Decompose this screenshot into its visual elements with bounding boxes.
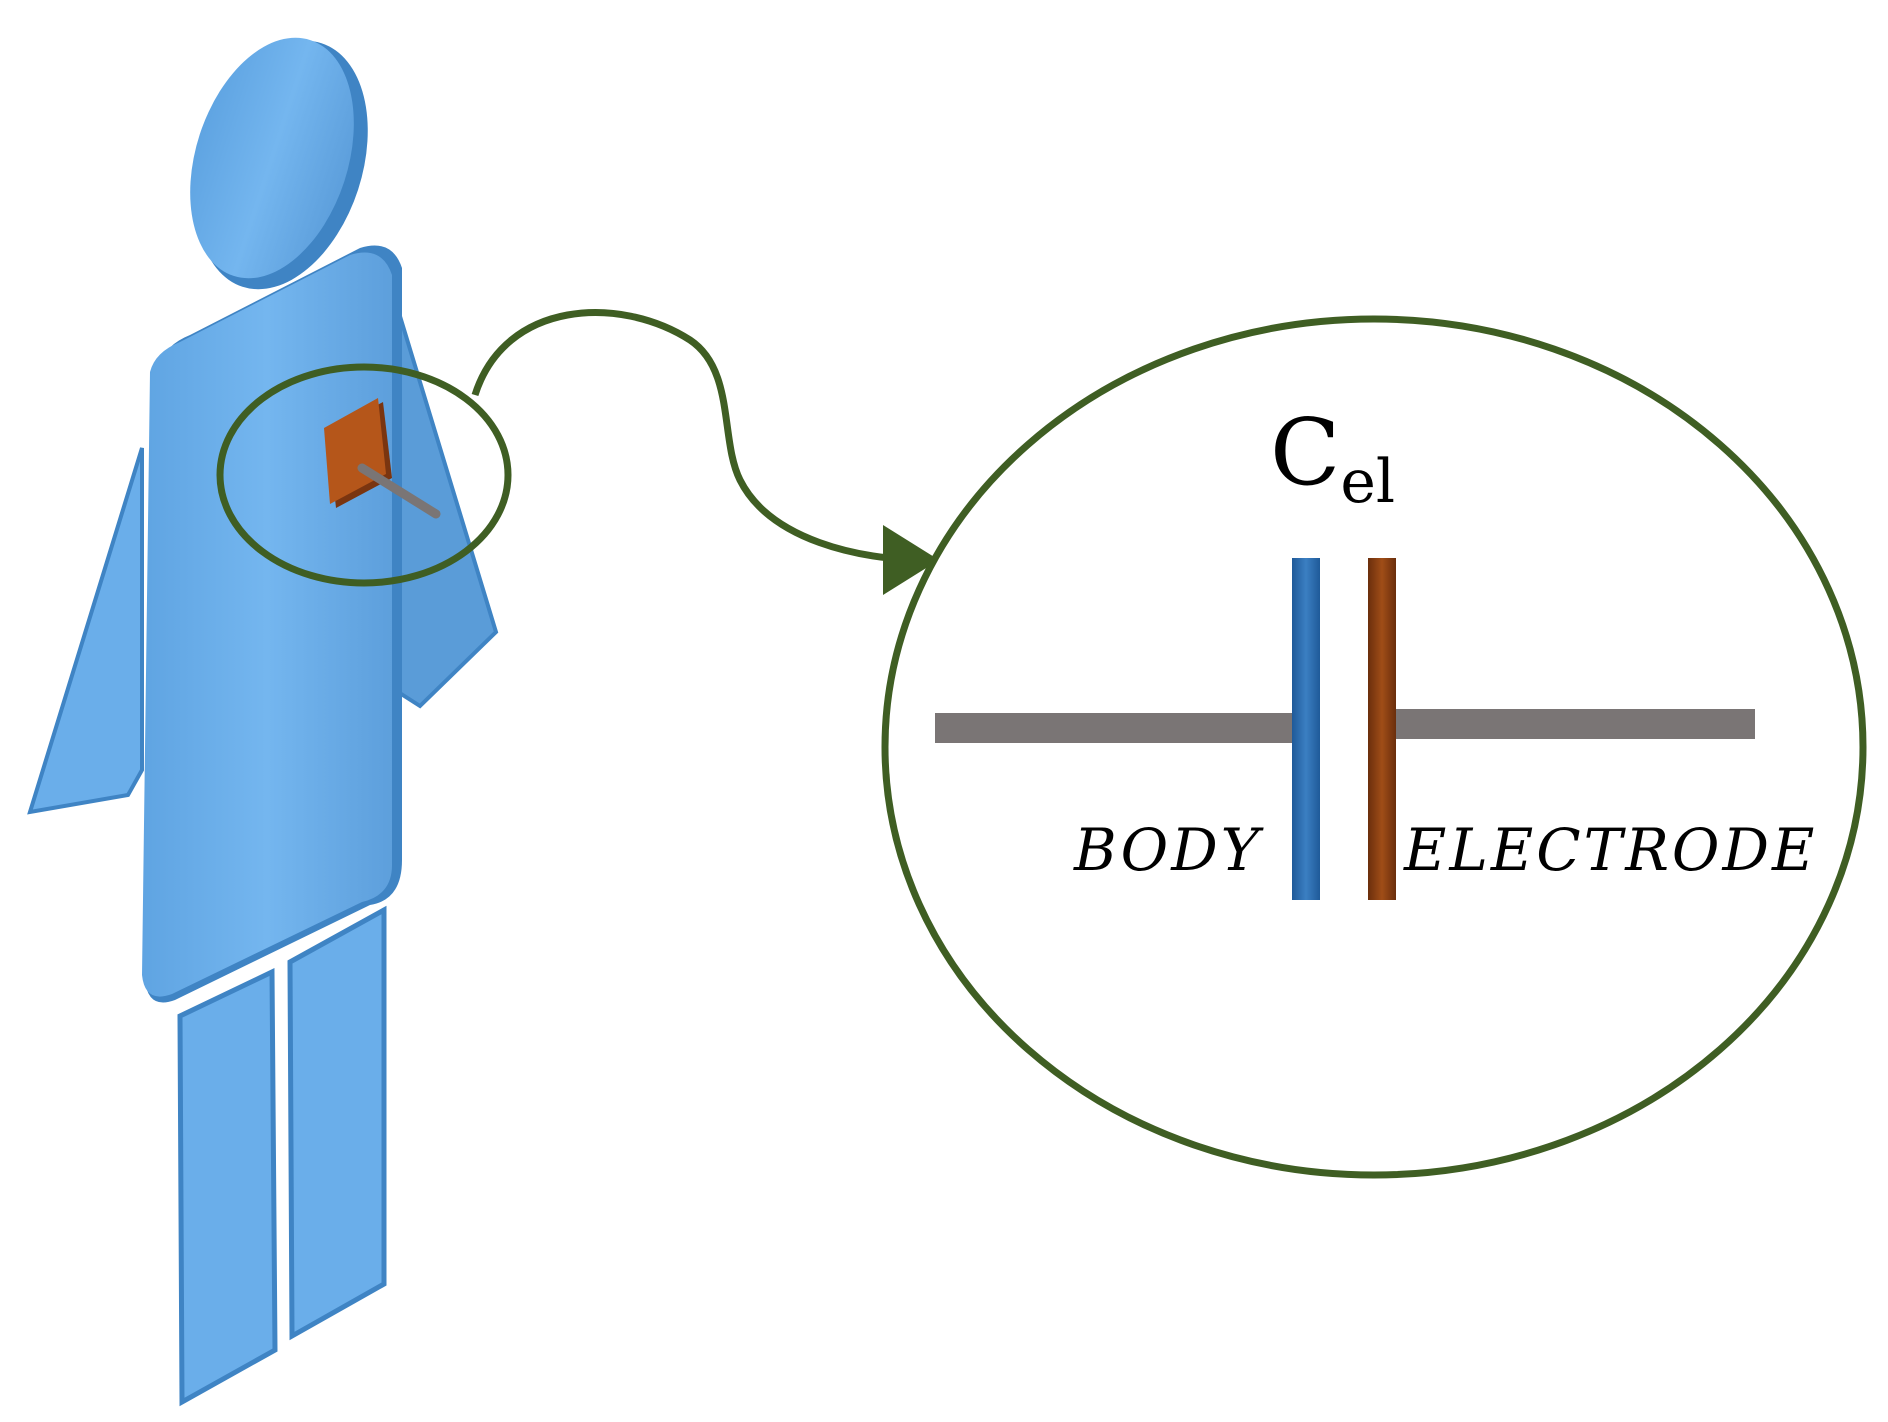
body-plate xyxy=(1292,558,1320,900)
capacitance-subscript: el xyxy=(1340,447,1395,517)
figure-head xyxy=(190,37,354,279)
figure-left-leg xyxy=(177,968,278,1407)
capacitor-wire-right xyxy=(1380,709,1755,739)
capacitance-symbol: C xyxy=(1270,399,1340,506)
figure-left-arm xyxy=(27,447,144,815)
electrode-lead-wire xyxy=(357,463,441,519)
electrode-pad-icon xyxy=(324,398,441,519)
electrode-label: ELECTRODE xyxy=(1403,816,1817,884)
highlight-circle xyxy=(216,363,512,587)
figure-right-leg xyxy=(287,905,387,1341)
curved-arrow-icon xyxy=(471,309,939,595)
capacitance-label: Cel xyxy=(1270,399,1395,517)
human-figure-icon xyxy=(27,37,499,1407)
capacitor-wire-left xyxy=(935,713,1305,743)
electrode-plate xyxy=(1368,558,1396,900)
body-label: BODY xyxy=(1073,816,1264,884)
